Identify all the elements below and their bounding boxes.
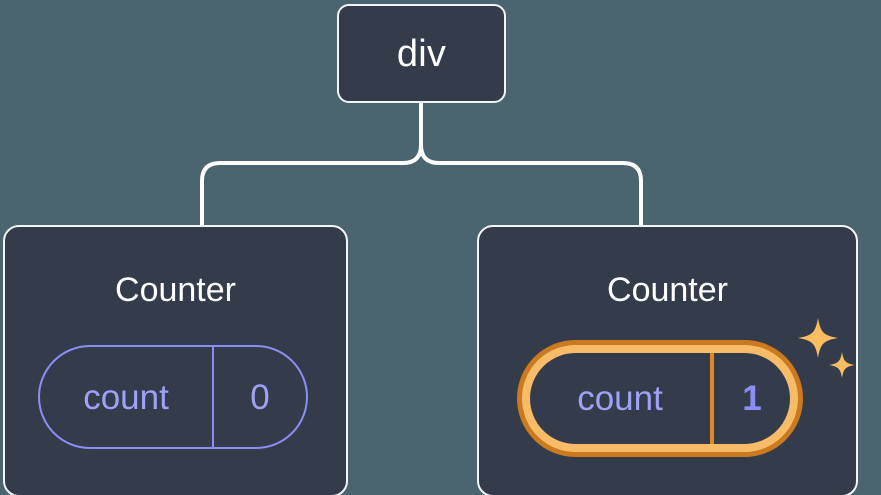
state-pill-left-name: count [40,347,214,447]
state-pill-left-value: 0 [250,377,270,417]
connector-to-left-child [200,144,423,228]
connector-to-right-child [419,144,643,228]
state-pill-right-name: count [530,353,714,444]
state-pill-right-value: 1 [742,379,762,418]
state-pill-count-left[interactable]: count 0 [38,345,308,449]
node-div[interactable]: div [337,4,506,103]
node-counter-right-label: Counter [607,271,728,309]
node-div-label: div [396,32,447,75]
state-pill-count-right-highlighted[interactable]: count 1 [517,340,803,457]
node-counter-left-label: Counter [115,271,236,309]
state-pill-right-inner-ring: count 1 [522,345,798,452]
